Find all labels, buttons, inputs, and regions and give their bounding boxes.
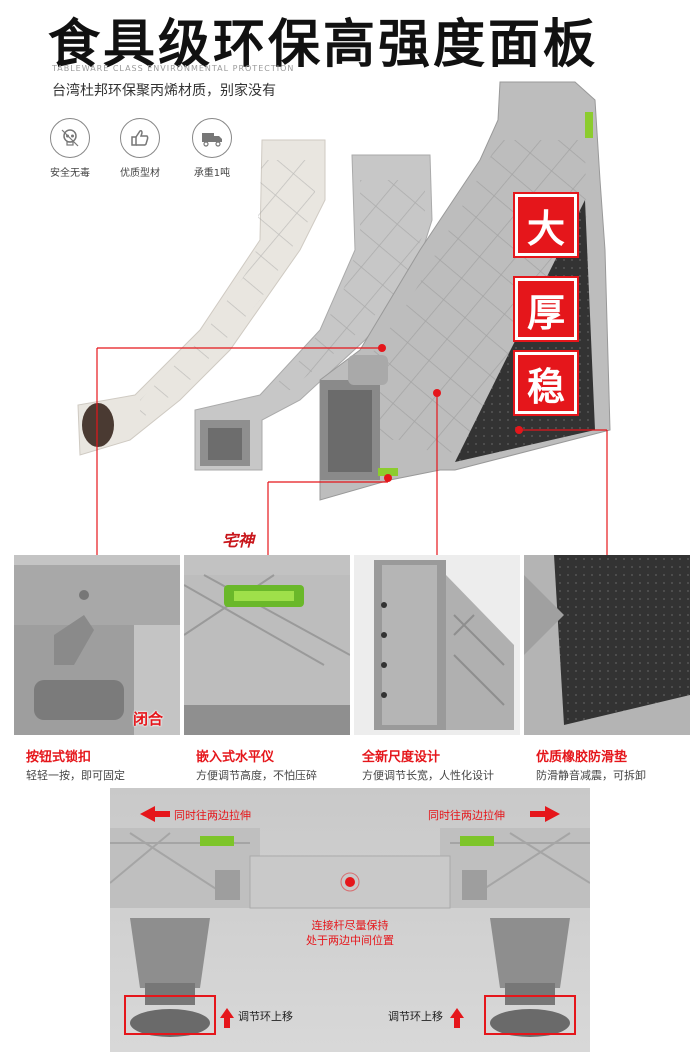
panel-desc: 方便调节高度，不怕压碎 (196, 769, 317, 782)
panel-button-lock (14, 555, 180, 735)
center-note-line1: 连接杆尽量保持 (311, 919, 389, 932)
subtitle-english: TABLEWARE CLASS ENVIRONMENTAL PROTECTION (52, 64, 295, 73)
panel-desc: 防滑静音减震，可拆卸 (536, 769, 646, 782)
feature-label: 承重1吨 (193, 168, 231, 179)
feature-safe: 安全无毒 (40, 118, 100, 179)
panel-rubber-pad (524, 555, 690, 735)
feature-label: 优质型材 (120, 168, 160, 179)
truck-icon (192, 118, 232, 158)
panel-desc: 方便调节长宽，人性化设计 (362, 769, 494, 782)
badge-big: 大 (515, 194, 577, 256)
page-title: 食具级环保高强度面板 (48, 15, 599, 75)
adjust-ring-right-label: 调节环上移 (388, 1010, 443, 1023)
lock-detail-image (14, 555, 180, 735)
pad-detail-image (524, 555, 690, 735)
panel-title: 优质橡胶防滑垫 (536, 750, 628, 765)
center-note-line2: 处于两边中间位置 (306, 934, 394, 947)
badge-stable: 稳 (515, 352, 577, 414)
panel-title: 嵌入式水平仪 (196, 750, 275, 765)
center-note: 连接杆尽量保持 处于两边中间位置 (282, 918, 418, 948)
extension-image (110, 806, 590, 1037)
brand-watermark: 宅神 (222, 531, 255, 550)
extension-diagram: 同时往两边拉伸 同时往两边拉伸 连接杆尽量保持 处于两边中间位置 调节环上移 调… (110, 788, 590, 1052)
panel-title: 按钮式锁扣 (26, 750, 92, 765)
level-detail-image (184, 555, 350, 735)
panel-level (184, 555, 350, 735)
closed-label: 闭合 (133, 710, 164, 728)
panel-title: 全新尺度设计 (362, 750, 441, 765)
skull-icon (50, 118, 90, 158)
feature-load: 承重1吨 (182, 118, 242, 179)
size-detail-image (354, 555, 520, 735)
adjust-ring-left-label: 调节环上移 (238, 1010, 293, 1023)
product-hero-image (77, 81, 611, 555)
feature-label: 安全无毒 (50, 168, 90, 179)
arrow-left-label: 同时往两边拉伸 (174, 809, 251, 822)
panel-desc: 轻轻一按，即可固定 (26, 769, 125, 782)
thumbs-up-icon (120, 118, 160, 158)
feature-quality: 优质型材 (110, 118, 170, 179)
panel-size (354, 555, 520, 735)
badge-thick: 厚 (515, 278, 577, 340)
subtitle: 台湾杜邦环保聚丙烯材质，别家没有 (52, 83, 276, 99)
arrow-right-label: 同时往两边拉伸 (428, 809, 505, 822)
